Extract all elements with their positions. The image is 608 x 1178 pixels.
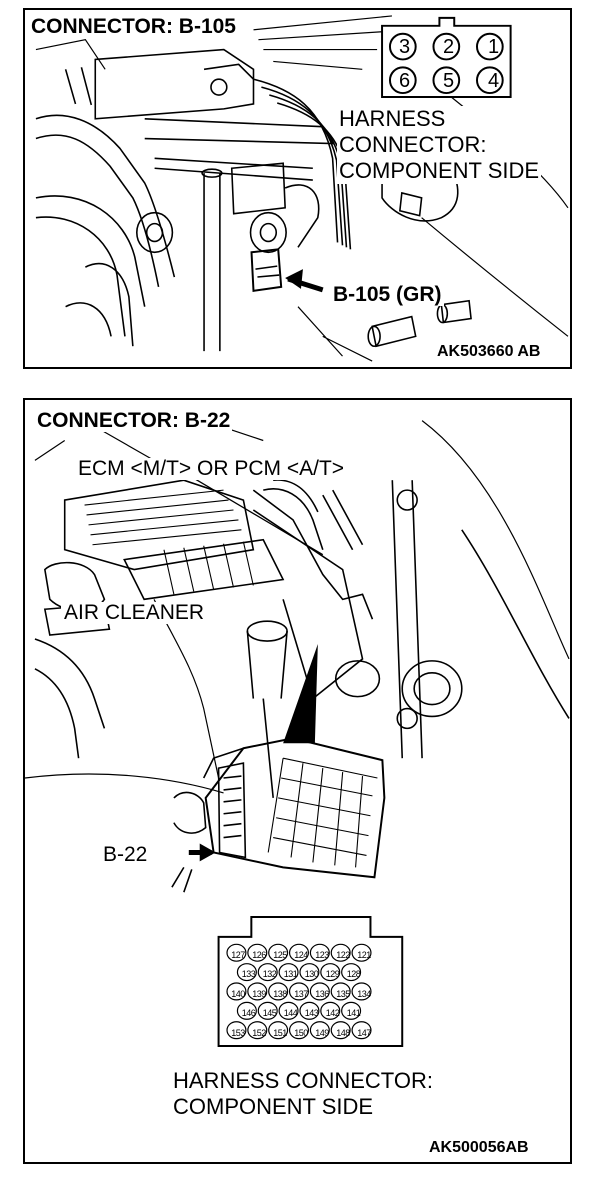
figure-code: AK503660 AB <box>437 343 541 360</box>
module-label: ECM <M/T> OR PCM <A/T> <box>75 457 348 481</box>
pin-number: 129 <box>325 969 340 979</box>
pin-label: 2 <box>443 36 455 58</box>
pin-number: 135 <box>336 988 350 999</box>
pin-circle <box>226 1021 247 1040</box>
pin-label: 1 <box>488 36 500 58</box>
pin-circle <box>299 963 320 982</box>
pin-circle <box>226 943 247 962</box>
pin-number: 149 <box>315 1027 329 1038</box>
pin-number: 130 <box>304 969 319 979</box>
figure-code: AK500056AB <box>429 1139 529 1156</box>
pin-number: 143 <box>304 1008 319 1018</box>
pin-circle <box>341 1001 362 1020</box>
label-line: HARNESS CONNECTOR: <box>173 1068 433 1093</box>
pin-number: 132 <box>262 969 277 979</box>
pin-number: 127 <box>231 949 245 960</box>
harness-connector-label: HARNESS CONNECTOR: COMPONENT SIDE <box>337 106 542 184</box>
pin-number: 137 <box>294 988 308 999</box>
air-cleaner-label: AIR CLEANER <box>61 601 208 625</box>
pin-number: 151 <box>273 1027 287 1038</box>
pin-circle <box>351 943 372 962</box>
pin-circle <box>226 982 247 1001</box>
pin-circle <box>257 1001 278 1020</box>
pin-number: 140 <box>231 988 245 999</box>
pin-circle <box>257 963 278 982</box>
pin-number: 121 <box>357 949 371 960</box>
pin-label: 3 <box>399 36 411 58</box>
label-line: CONNECTOR: <box>339 132 487 157</box>
pin-number: 123 <box>315 949 329 960</box>
pin-number: 142 <box>325 1008 340 1018</box>
panel-title: CONNECTOR: B-22 <box>35 409 233 433</box>
pin-circle <box>236 1001 257 1020</box>
pin-circle <box>268 982 289 1001</box>
label-line: HARNESS <box>339 106 446 131</box>
connector-callout: B-22 <box>103 843 148 866</box>
pin-number: 146 <box>241 1008 256 1018</box>
pin-circle <box>320 1001 341 1020</box>
pin-number: 153 <box>231 1027 245 1038</box>
pin-number: 134 <box>357 988 371 999</box>
pin-number: 152 <box>252 1027 266 1038</box>
pin-grid <box>226 943 372 1040</box>
pin-circle <box>309 943 330 962</box>
pin-circle <box>351 982 372 1001</box>
pin-label: 5 <box>443 70 455 92</box>
pin-circle <box>351 1021 372 1040</box>
pin-circle <box>341 963 362 982</box>
pin-number: 131 <box>283 969 298 979</box>
pin-number: 136 <box>315 988 329 999</box>
pin-circle <box>288 943 310 962</box>
pin-circle <box>247 943 268 962</box>
pin-circle <box>278 1001 299 1020</box>
connector-b22-panel: CONNECTOR: B-22 ECM <M/T> OR PCM <A/T> A… <box>23 398 572 1164</box>
harness-connector-label: HARNESS CONNECTOR: COMPONENT SIDE <box>173 1068 433 1120</box>
pin-number: 147 <box>357 1027 371 1038</box>
pin-number: 126 <box>252 949 266 960</box>
pin-circle <box>288 1021 310 1040</box>
pin-number: 138 <box>273 988 287 999</box>
label-line: COMPONENT SIDE <box>339 158 540 183</box>
pin-circle <box>268 1021 289 1040</box>
pin-circle <box>330 943 351 962</box>
connector-b105-panel: 3 2 1 6 5 4 CONNECTOR: B-105 HARNESS CON… <box>23 8 572 369</box>
pin-label: 6 <box>399 70 411 92</box>
pin-number: 145 <box>262 1008 277 1018</box>
pin-circle <box>330 982 351 1001</box>
pin-circle <box>278 963 299 982</box>
pin-circle <box>330 1021 351 1040</box>
pin-number: 122 <box>336 949 350 960</box>
pin-circle <box>320 963 341 982</box>
pin-circle <box>309 982 330 1001</box>
pin-circle <box>268 943 289 962</box>
pin-circle <box>288 982 310 1001</box>
pin-label: 4 <box>488 70 500 92</box>
engine-bay-illustration-b22 <box>25 410 570 1048</box>
engine-bay-illustration-b105 <box>35 15 569 362</box>
pin-circle <box>236 963 257 982</box>
pin-circle <box>247 1021 268 1040</box>
pin-number: 148 <box>336 1027 350 1038</box>
pin-number: 144 <box>283 1008 298 1018</box>
panel-title: CONNECTOR: B-105 <box>29 15 238 39</box>
label-line: COMPONENT SIDE <box>173 1094 374 1119</box>
pin-circle <box>309 1021 330 1040</box>
pin-number: 141 <box>346 1008 361 1018</box>
pin-circle <box>247 982 268 1001</box>
pin-circle <box>299 1001 320 1020</box>
connector-callout: B-105 (GR) <box>331 283 444 307</box>
pin-number: 124 <box>294 949 308 960</box>
pin-number: 133 <box>241 969 256 979</box>
pin-number: 150 <box>294 1027 308 1038</box>
pin-number: 125 <box>273 949 287 960</box>
pin-number: 139 <box>252 988 266 999</box>
pin-number: 128 <box>346 969 361 979</box>
